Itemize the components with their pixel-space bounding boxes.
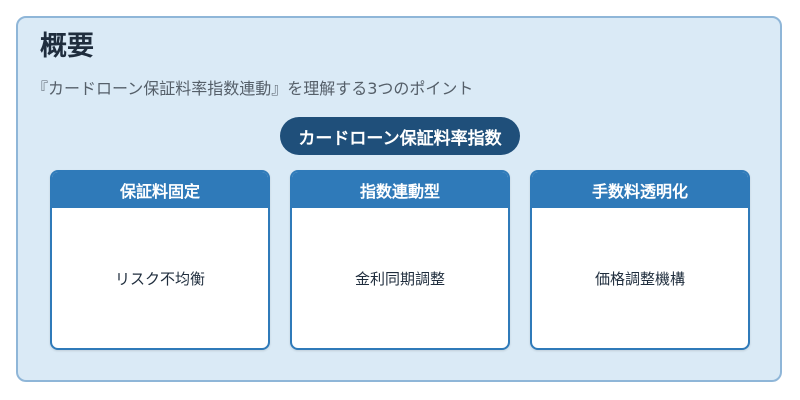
point-card-3-body: 価格調整機構 — [594, 269, 685, 288]
central-concept-pill: カードローン保証料率指数 — [280, 117, 520, 155]
point-card-1-title: 保証料固定 — [52, 172, 268, 208]
point-card-2: 指数連動型 金利同期調整 — [290, 170, 510, 350]
point-card-3: 手数料透明化 価格調整機構 — [530, 170, 750, 350]
page-subtitle: 『カードローン保証料率指数連動』を理解する3つのポイント — [32, 79, 474, 98]
point-card-2-title: 指数連動型 — [292, 172, 508, 208]
point-card-3-title: 手数料透明化 — [532, 172, 748, 208]
point-card-1: 保証料固定 リスク不均衡 — [50, 170, 270, 350]
page-title: 概要 — [40, 31, 94, 62]
point-card-2-body: 金利同期調整 — [354, 269, 445, 288]
point-card-1-body: リスク不均衡 — [114, 269, 205, 288]
